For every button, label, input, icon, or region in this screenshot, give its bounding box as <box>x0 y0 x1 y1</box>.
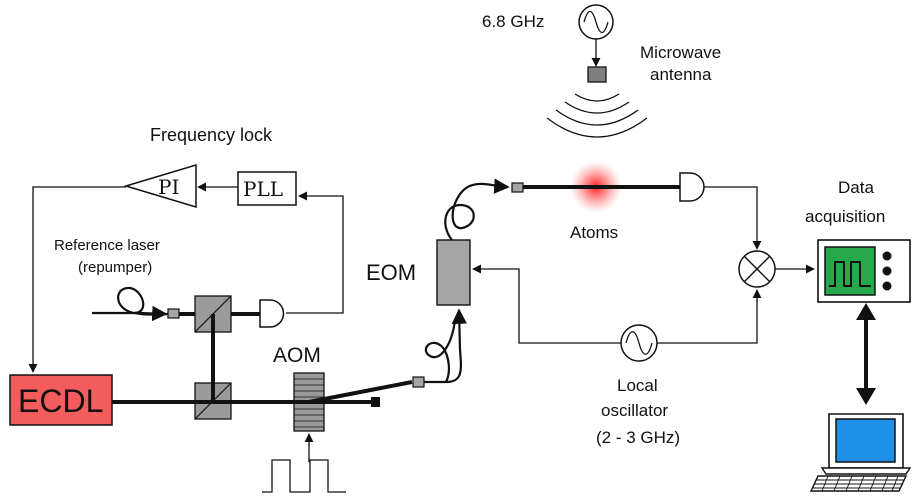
eom: EOM <box>366 178 524 306</box>
pll-box <box>237 171 297 206</box>
local-oscillator-label-1: Local <box>617 376 658 395</box>
daq-label-1: Data <box>838 178 874 197</box>
lo-sine-wave-icon <box>625 331 653 355</box>
reference-fiber-loop-icon <box>92 286 169 316</box>
beam-dump-icon <box>371 397 380 407</box>
local-oscillator-label-2: oscillator <box>601 401 668 420</box>
rf-pulse-train-icon <box>262 459 346 493</box>
sine-wave-icon <box>583 10 609 34</box>
eom-box <box>436 239 471 306</box>
fiber-coupler-icon <box>167 308 180 319</box>
fiber-coupler-aom-icon <box>412 376 425 388</box>
eom-output-fiber-loop-icon <box>444 178 510 241</box>
computer-screen <box>835 418 896 463</box>
aom-label: AOM <box>273 344 321 367</box>
eom-label: EOM <box>366 260 416 285</box>
reference-laser: Reference laser (repumper) <box>54 237 285 328</box>
frequency-lock: Frequency lock PI PLL <box>28 125 344 373</box>
local-oscillator-label-3: (2 - 3 GHz) <box>596 428 680 447</box>
microwave-antenna-label-2: antenna <box>650 65 712 84</box>
microwave-wave-icon <box>574 93 620 102</box>
microwave-antenna-label-1: Microwave <box>640 43 721 62</box>
local-oscillator: Local oscillator (2 - 3 GHz) <box>472 264 762 447</box>
microwave-source: 6.8 GHz Microwave antenna <box>482 4 721 138</box>
atom-cell: Atoms <box>523 161 762 250</box>
microwave-antenna-icon <box>587 66 607 83</box>
frequency-lock-title: Frequency lock <box>150 125 273 145</box>
fiber-coupler-atoms-icon <box>511 182 524 193</box>
daq-label-2: acquisition <box>805 207 885 226</box>
pi-amplifier-icon <box>123 163 197 209</box>
reference-laser-label-1: Reference laser <box>54 237 160 254</box>
photodetector-icon <box>259 299 285 328</box>
eom-input-fiber-loop-icon <box>424 319 457 383</box>
atoms-label: Atoms <box>570 223 618 242</box>
oscilloscope-trace-icon <box>829 261 871 287</box>
pll-label: PLL <box>243 177 283 201</box>
aom: AOM <box>112 308 468 493</box>
data-acquisition: Data acquisition <box>805 178 912 492</box>
mixer <box>738 250 815 288</box>
ecdl-label: ECDL <box>18 383 103 419</box>
microwave-frequency-label: 6.8 GHz <box>482 12 544 31</box>
reference-laser-label-2: (repumper) <box>78 259 152 276</box>
probe-detector-icon <box>679 172 705 202</box>
computer-icon <box>809 413 912 492</box>
pi-label: PI <box>158 175 179 199</box>
